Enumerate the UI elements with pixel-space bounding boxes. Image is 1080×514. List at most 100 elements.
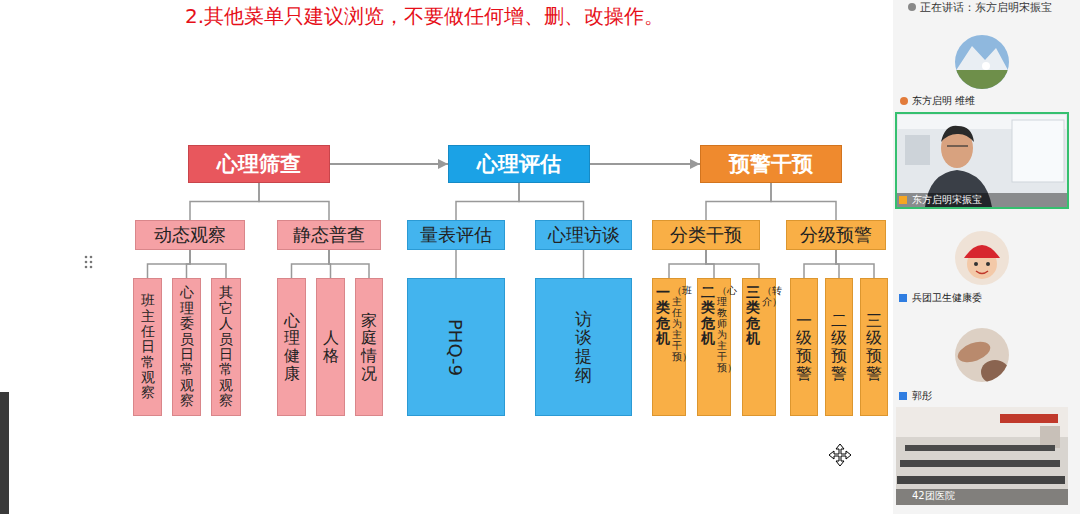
tree-connector [455,250,457,278]
decoration [976,271,988,274]
decoration [896,489,1068,505]
avatar [955,35,1009,89]
stage-header-box: 心理筛查 [188,145,330,183]
side-strip [0,392,9,514]
decoration [905,445,1055,451]
stage-header-box: 心理评估 [448,145,590,183]
node-label: 一级预警 [796,312,812,382]
decoration [899,196,907,204]
item-box: 人格 [316,278,345,416]
video-tile [896,407,1068,505]
node-note: （班主任为主干预） [672,285,682,362]
flow-arrow [590,163,700,165]
decoration [941,126,974,142]
drag-handle [85,256,93,269]
category-box: 分类干预 [652,220,760,250]
item-box: 班主任日常观察 [133,278,162,416]
stage-header-box: 预警干预 [700,145,842,183]
node-note: （心理教师为主干预） [717,285,727,373]
node-label: 三类危机 [746,285,760,347]
speaker-icon [908,3,916,11]
category-box: 动态观察 [135,220,245,250]
node-label: 分类干预 [670,223,742,247]
tree-connector [804,250,836,278]
decoration [955,46,1009,72]
node-label: 心理筛查 [217,150,301,178]
decoration [955,231,1009,285]
node-label: 动态观察 [154,223,226,247]
node-label: 心理健康 [284,312,300,382]
tree-connector [148,250,191,278]
video-tile [896,113,1068,208]
item-box: 一类危机（班主任为主干预） [652,278,686,416]
tree-connector [190,183,259,220]
node-label: 心理评估 [477,150,561,178]
category-box: 心理访谈 [535,220,632,250]
decoration [1000,414,1058,423]
tree-connector [583,250,585,278]
node-label: 二级预警 [831,312,847,382]
flow-arrow [330,163,448,165]
node-label: 心理访谈 [548,223,620,247]
decoration [896,113,1068,208]
node-label: 心理委员日常观察 [180,285,194,408]
tree-connector [292,250,330,278]
node-label: 分级预警 [800,223,872,247]
tree-connector [836,250,874,278]
avatar [955,231,1009,285]
participant-sidebar [893,0,1080,514]
decoration [981,360,1009,384]
tree-connector [190,250,226,278]
decoration [85,266,88,269]
tree-connector [456,183,519,220]
decoration [85,256,88,259]
speaker-status: 正在讲话：东方启明宋振宝 [920,1,1052,14]
node-label: 家庭情况 [361,312,377,382]
tree-connector [259,183,329,220]
category-box: 静态普查 [277,220,381,250]
item-box: 其它人员日常观察 [211,278,241,416]
category-box: 分级预警 [786,220,886,250]
tree-connector [669,250,706,278]
instruction-note: 2.其他菜单只建议浏览，不要做任何增、删、改操作。 [185,4,664,28]
category-box: 量表评估 [407,220,505,250]
tree-connector [519,183,584,220]
decoration [955,70,1009,89]
decoration [964,245,1000,258]
node-label: 预警干预 [729,150,813,178]
item-box: 二类危机（心理教师为主干预） [697,278,731,416]
decoration [897,193,1067,207]
decoration [90,266,93,269]
decoration [986,262,990,266]
decoration [1012,120,1064,182]
item-box: 一级预警 [790,278,818,416]
tree-connector [706,250,759,278]
node-label: 量表评估 [420,223,492,247]
tree-connector [706,183,771,220]
decoration [982,62,990,70]
item-box: 心理委员日常观察 [172,278,201,416]
node-label: PHQ-9 [445,318,466,375]
node-label: 人格 [323,329,339,364]
node-note: （转介） [762,285,772,307]
decoration [905,135,930,165]
item-box: 二级预警 [825,278,853,416]
decoration [1040,426,1060,448]
node-label: 班主任日常观察 [141,293,155,401]
participant-name: 东方启明宋振宝 [912,194,982,206]
node-label: 访谈提纲 [575,310,592,385]
status-icon [899,392,907,400]
avatar [955,328,1009,384]
decoration [974,262,978,266]
item-box: PHQ-9 [407,278,505,416]
tree-connector [771,183,836,220]
item-box: 心理健康 [277,278,306,416]
decoration [90,256,93,259]
decoration [896,407,1068,505]
item-box: 三级预警 [860,278,888,416]
decoration [947,145,968,146]
status-icon [900,97,908,105]
decoration [90,261,93,264]
